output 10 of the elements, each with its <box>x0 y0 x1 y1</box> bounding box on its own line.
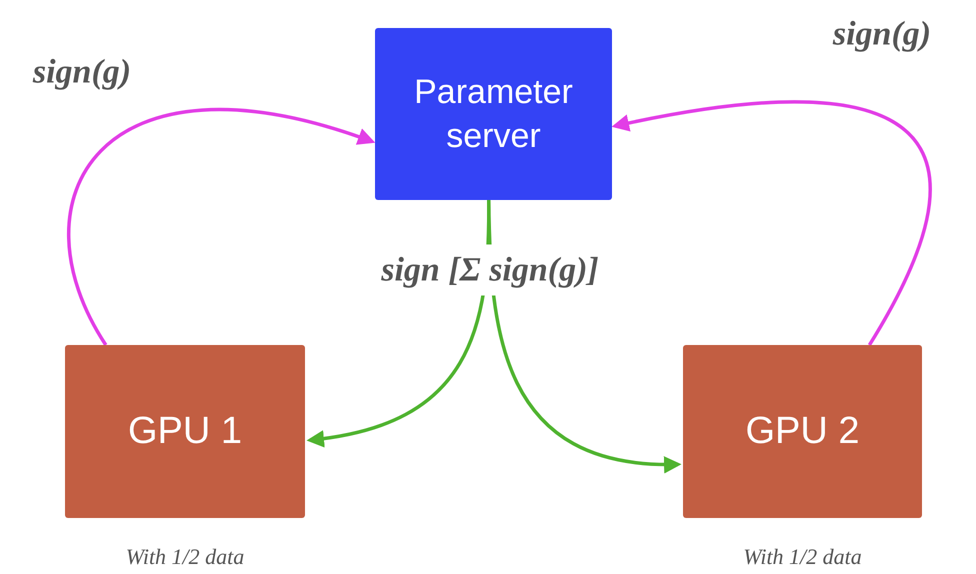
node-label: GPU 2 <box>745 409 860 454</box>
gpu-box <box>683 345 922 518</box>
node-label: GPU 1 <box>128 409 242 454</box>
arrow <box>67 108 376 346</box>
server-box <box>375 28 612 200</box>
node-label: Parameter server <box>413 72 574 157</box>
node-caption: With 1/2 data <box>742 543 863 571</box>
node-caption: With 1/2 data <box>124 543 246 571</box>
gpu-box <box>65 345 305 518</box>
arrow <box>612 100 932 346</box>
